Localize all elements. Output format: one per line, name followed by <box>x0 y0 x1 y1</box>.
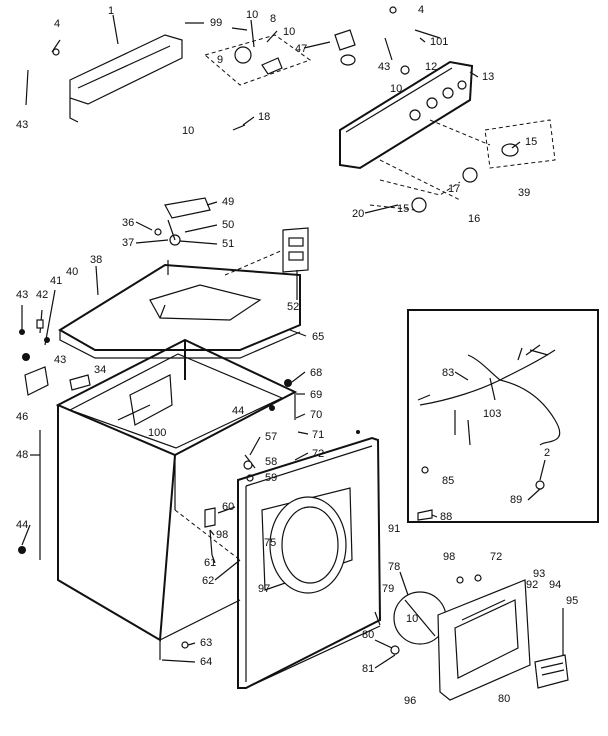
label-98: 98 <box>443 551 455 563</box>
label-44: 44 <box>232 405 244 417</box>
label-10: 10 <box>283 26 295 38</box>
label-47: 47 <box>295 43 307 55</box>
left-hardware <box>19 289 91 396</box>
label-80: 80 <box>362 629 374 641</box>
label-43: 43 <box>16 289 28 301</box>
label-59: 59 <box>265 472 277 484</box>
label-101: 101 <box>430 36 448 48</box>
switch-parts <box>232 6 441 131</box>
label-43: 43 <box>16 119 28 131</box>
label-72: 72 <box>312 448 324 460</box>
label-75: 75 <box>264 537 276 549</box>
leader-lines <box>21 22 564 669</box>
label-10: 10 <box>390 83 402 95</box>
label-99: 99 <box>210 17 222 29</box>
label-4: 4 <box>54 18 60 30</box>
label-49: 49 <box>222 196 234 208</box>
label-80: 80 <box>498 693 510 705</box>
label-18: 18 <box>258 111 270 123</box>
label-44: 44 <box>16 519 28 531</box>
label-4: 4 <box>418 4 424 16</box>
label-40: 40 <box>66 266 78 278</box>
label-2: 2 <box>544 447 550 459</box>
label-85: 85 <box>442 475 454 487</box>
label-9: 9 <box>217 54 223 66</box>
label-65: 65 <box>312 331 324 343</box>
label-15: 15 <box>397 203 409 215</box>
label-63: 63 <box>200 637 212 649</box>
label-71: 71 <box>312 429 324 441</box>
label-48: 48 <box>16 449 28 461</box>
label-13: 13 <box>482 71 494 83</box>
label-64: 64 <box>200 656 212 668</box>
label-103: 103 <box>483 408 501 420</box>
label-92: 92 <box>526 579 538 591</box>
label-15: 15 <box>525 136 537 148</box>
label-68: 68 <box>310 367 322 379</box>
label-43: 43 <box>378 61 390 73</box>
label-81: 81 <box>362 663 374 675</box>
label-72: 72 <box>490 551 502 563</box>
label-95: 95 <box>566 595 578 607</box>
label-94: 94 <box>549 579 561 591</box>
label-97: 97 <box>258 583 270 595</box>
rear-panel-bracket <box>25 14 183 123</box>
label-51: 51 <box>222 238 234 250</box>
label-10: 10 <box>182 125 194 137</box>
label-12: 12 <box>425 61 437 73</box>
label-20: 20 <box>352 208 364 220</box>
label-91: 91 <box>388 523 400 535</box>
label-46: 46 <box>16 411 28 423</box>
label-98: 98 <box>216 529 228 541</box>
label-8: 8 <box>270 13 276 25</box>
label-50: 50 <box>222 219 234 231</box>
label-36: 36 <box>122 217 134 229</box>
label-10: 10 <box>246 9 258 21</box>
label-17: 17 <box>448 183 460 195</box>
label-70: 70 <box>310 409 322 421</box>
label-78: 78 <box>388 561 400 573</box>
lower-parts <box>374 574 569 701</box>
label-69: 69 <box>310 389 322 401</box>
label-100: 100 <box>148 427 166 439</box>
label-52: 52 <box>287 301 299 313</box>
label-34: 34 <box>94 364 106 376</box>
lid-switch <box>224 227 309 276</box>
console <box>339 60 491 201</box>
label-41: 41 <box>50 275 62 287</box>
label-62: 62 <box>202 575 214 587</box>
lid-and-hinges <box>154 197 211 246</box>
label-58: 58 <box>265 456 277 468</box>
label-57: 57 <box>265 431 277 443</box>
part-labels: 4 1 99 10 8 10 4 101 9 47 43 10 12 13 43… <box>16 4 578 707</box>
label-96: 96 <box>404 695 416 707</box>
label-1: 1 <box>108 5 114 17</box>
label-83: 83 <box>442 367 454 379</box>
label-10: 10 <box>406 613 418 625</box>
wiring-harness-box <box>407 309 599 523</box>
timer-bracket <box>203 19 312 86</box>
label-42: 42 <box>36 289 48 301</box>
label-37: 37 <box>122 237 134 249</box>
label-79: 79 <box>382 583 394 595</box>
cabinet <box>18 338 298 660</box>
top-panel <box>58 260 301 359</box>
label-16: 16 <box>468 213 480 225</box>
label-61: 61 <box>204 557 216 569</box>
front-panel <box>237 430 382 689</box>
label-93: 93 <box>533 568 545 580</box>
label-89: 89 <box>510 494 522 506</box>
label-39: 39 <box>518 187 530 199</box>
label-43: 43 <box>54 354 66 366</box>
label-88: 88 <box>440 511 452 523</box>
label-38: 38 <box>90 254 102 266</box>
